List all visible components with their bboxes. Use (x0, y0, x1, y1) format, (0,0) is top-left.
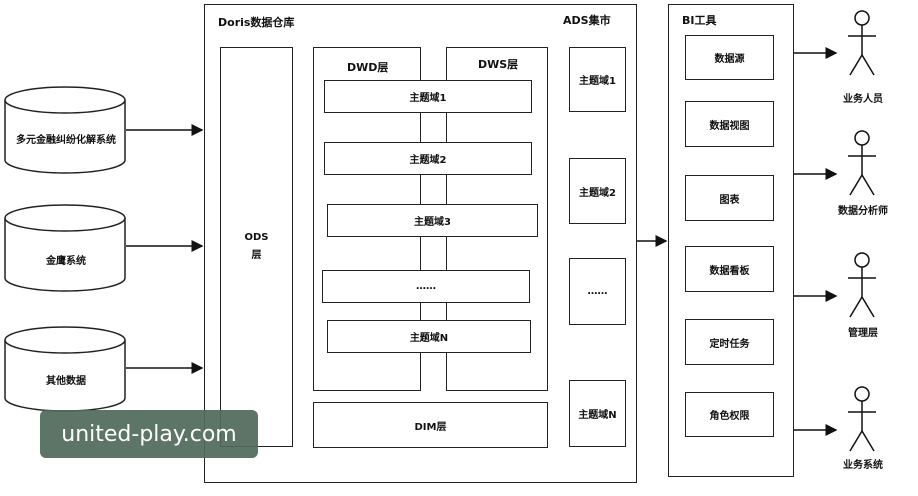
source-cylinder-1 (4, 86, 126, 174)
topic-label-3: 主题域3 (414, 217, 451, 228)
bi-item-6: 角色权限 (685, 392, 774, 437)
ods-layer: ODS 层 (220, 47, 293, 447)
bi-item-4: 数据看板 (685, 246, 774, 292)
bi-label-6: 角色权限 (709, 411, 750, 422)
ads-label-1: 主题域1 (579, 76, 616, 87)
bi-label-2: 数据视图 (709, 120, 750, 132)
bi-label-1: 数据源 (714, 54, 745, 65)
topic-label-n: 主题域N (409, 333, 449, 344)
bi-title: BI工具 (682, 14, 717, 27)
source-label-3: 其他数据 (46, 376, 86, 387)
topic-label-1: 主题域1 (409, 93, 447, 104)
bi-item-1: 数据源 (685, 35, 774, 80)
topic-box-1: 主题域1 (324, 80, 532, 113)
ads-label-ellipsis: …… (587, 286, 608, 297)
ads-title: ADS集市 (563, 14, 611, 27)
dim-label: DIM层 (414, 421, 447, 433)
ads-item-2: 主题域2 (569, 158, 626, 224)
ads-item-n: 主题域N (569, 380, 626, 447)
topic-box-n: 主题域N (327, 320, 531, 353)
watermark-badge: united-play.com (40, 410, 258, 458)
actor-icon-4 (848, 386, 876, 452)
bi-item-3: 图表 (685, 175, 774, 221)
ads-item-ellipsis: …… (569, 258, 626, 325)
ads-label-n: 主题域N (578, 410, 617, 421)
source-label-1: 多元金融纠纷化解系统 (16, 135, 116, 146)
topic-label-2: 主题域2 (409, 155, 447, 166)
user-label-4: 业务系统 (843, 460, 883, 471)
bi-item-5: 定时任务 (685, 319, 774, 365)
actor-icon-3 (848, 252, 876, 318)
dws-label: DWS层 (478, 58, 519, 71)
source-label-2: 金鹰系统 (46, 256, 86, 267)
actor-icon-2 (848, 130, 876, 196)
ads-item-1: 主题域1 (569, 47, 626, 112)
source-cylinder-2 (4, 204, 126, 292)
topic-label-ellipsis: …… (416, 281, 436, 292)
ads-label-2: 主题域2 (579, 187, 616, 199)
user-label-2: 数据分析师 (838, 206, 888, 217)
bi-label-5: 定时任务 (709, 338, 750, 350)
dim-layer: DIM层 (313, 402, 548, 448)
topic-box-2: 主题域2 (324, 142, 532, 175)
ods-label: ODS 层 (244, 232, 269, 261)
user-label-1: 业务人员 (843, 94, 883, 105)
user-label-3: 管理层 (848, 328, 878, 339)
bi-label-3: 图表 (719, 194, 740, 206)
bi-label-4: 数据看板 (709, 265, 750, 277)
topic-box-ellipsis: …… (322, 270, 530, 303)
warehouse-title: Doris数据仓库 (218, 16, 295, 29)
actor-icon-1 (848, 10, 876, 76)
dwd-label: DWD层 (347, 61, 389, 74)
source-cylinder-3 (4, 326, 126, 412)
bi-item-2: 数据视图 (685, 101, 774, 147)
topic-box-3: 主题域3 (327, 204, 538, 237)
